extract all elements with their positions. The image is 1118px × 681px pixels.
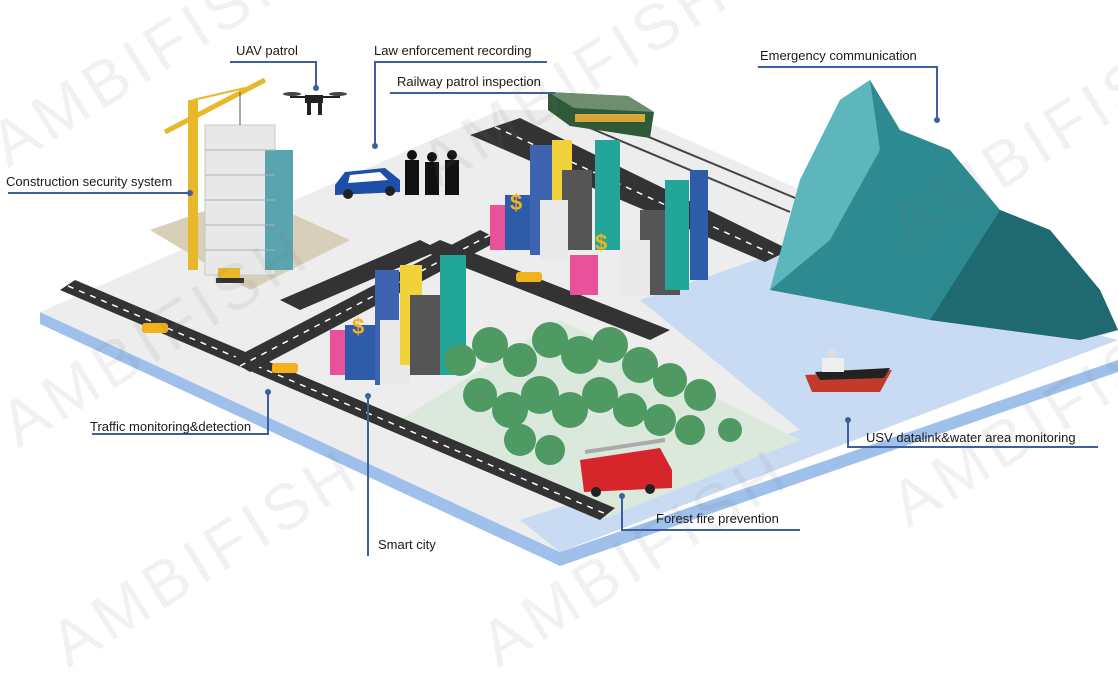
smart-city-illustration: $ $ $ [8,61,1118,566]
leader-lines [8,61,1098,556]
leader-emergency-communication [758,66,938,120]
police-officers [405,150,459,195]
fire-truck [580,438,672,497]
label-emergency-communication: Emergency communication [760,48,917,63]
svg-text:$: $ [510,190,522,215]
label-law-enforcement: Law enforcement recording [374,43,532,58]
train [548,92,654,138]
platform-front-edge [40,312,1118,566]
label-usv-datalink: USV datalink&water area monitoring [866,430,1076,445]
leader-uav-patrol [230,61,317,88]
uav-drone [283,92,347,115]
construction-site [150,124,350,290]
svg-text:$: $ [352,314,364,339]
svg-text:$: $ [595,230,607,255]
bulldozer [216,268,244,283]
label-forest-fire: Forest fire prevention [656,511,779,526]
label-traffic-monitoring: Traffic monitoring&detection [90,419,252,434]
label-smart-city: Smart city [378,537,436,552]
label-uav-patrol: UAV patrol [236,43,298,58]
leader-forest-fire [621,496,800,531]
forest [444,322,742,465]
police-car [335,168,400,199]
tower-crane [163,77,267,270]
city-buildings-upper [490,140,708,295]
mountain [770,80,1118,340]
taxis [142,272,542,373]
dollar-sculptures: $ $ $ [352,190,607,339]
leader-dots [187,85,940,499]
leader-law-enforcement [374,61,547,146]
leader-traffic-monitoring [92,392,269,435]
label-construction-security: Construction security system [6,174,173,189]
label-railway-patrol: Railway patrol inspection [397,74,541,89]
usv-boat [805,348,892,392]
leader-usv-datalink [847,420,1098,448]
